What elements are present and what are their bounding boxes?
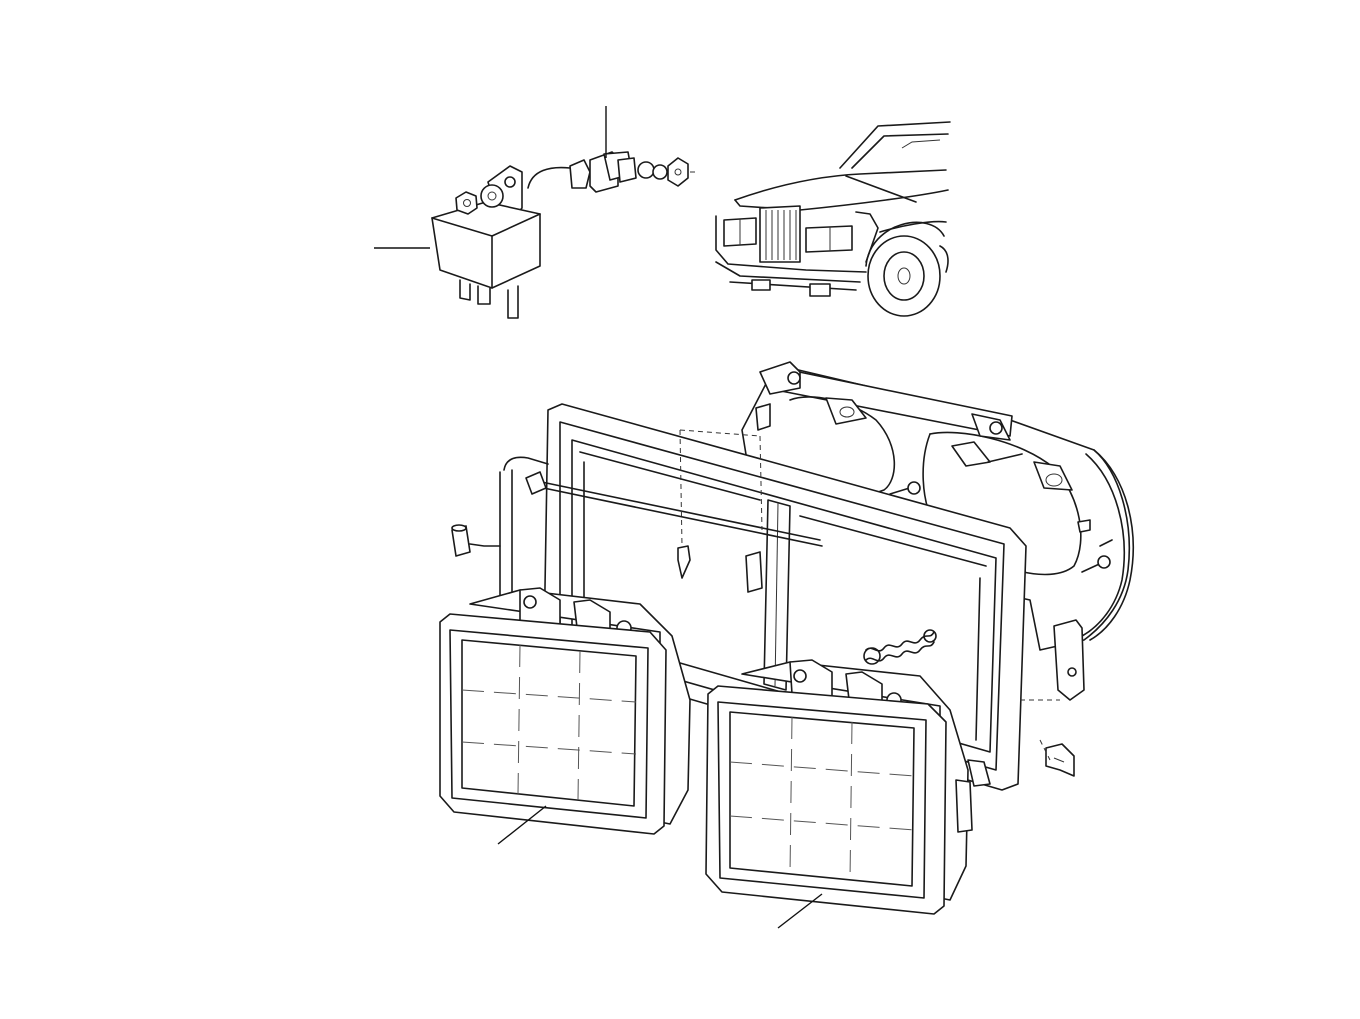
inner-headlamp-leader-line — [778, 894, 822, 928]
sealed-beam-lamp-icon — [706, 660, 972, 914]
car-front-icon — [716, 122, 950, 316]
sealed-beam-lamp-icon — [440, 588, 690, 834]
outer-headlamp-leader-line — [498, 806, 546, 844]
spring-icon — [864, 630, 936, 664]
relay-icon — [432, 166, 570, 318]
switch-icon — [570, 152, 698, 192]
